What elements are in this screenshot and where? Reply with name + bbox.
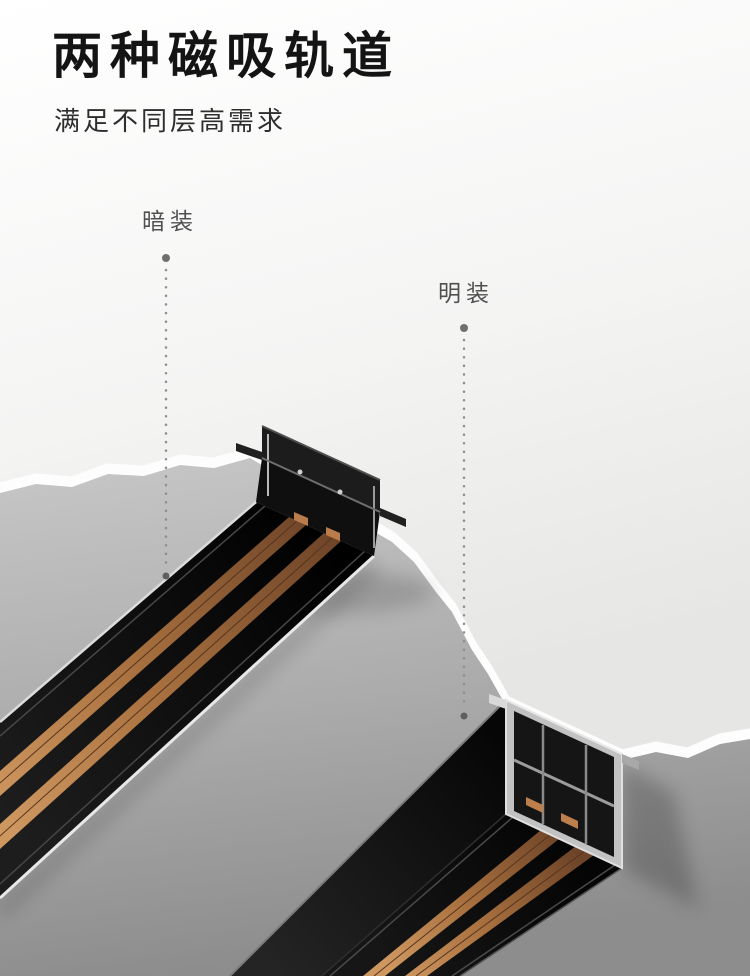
recessed-track-cross-section [236, 425, 406, 556]
leader-dot [162, 572, 170, 580]
copper-groove [0, 536, 334, 837]
leader-dot [460, 324, 468, 332]
recessed-callout-label: 暗装 [142, 208, 198, 234]
header: 两种磁吸轨道 满足不同层高需求 [52, 30, 400, 138]
copper-groove [373, 834, 551, 976]
leader-recessed [162, 254, 170, 580]
copper-groove [0, 520, 298, 784]
ceiling-tear-edge [0, 447, 750, 759]
surface-inner-lip [451, 864, 616, 976]
recessed-inner-lip-top [0, 505, 266, 737]
surface-top-edge-highlight [229, 699, 507, 976]
copper-groove [415, 850, 586, 976]
recessed-inner-lip-bottom [0, 550, 366, 885]
page-title: 两种磁吸轨道 [52, 28, 400, 84]
recessed-copper-strip [0, 517, 306, 796]
surface-track [229, 694, 639, 976]
surface-callout-label: 明装 [438, 280, 494, 306]
recessed-copper-strip [0, 533, 341, 849]
page-subtitle: 满足不同层高需求 [54, 105, 287, 136]
recessed-bottom-trim [0, 554, 376, 900]
recessed-top-trim [0, 501, 257, 723]
surface-inner-lip [329, 816, 514, 976]
leader-surface [460, 324, 468, 720]
leader-dot [162, 254, 170, 262]
surface-track-cross-section [489, 694, 639, 870]
surface-copper-strip [405, 846, 594, 976]
leader-dot [460, 712, 468, 720]
surface-corner-edge [459, 867, 623, 976]
recessed-track [0, 425, 406, 900]
surface-corner-edge [321, 813, 507, 976]
ceiling-plane [0, 0, 750, 754]
